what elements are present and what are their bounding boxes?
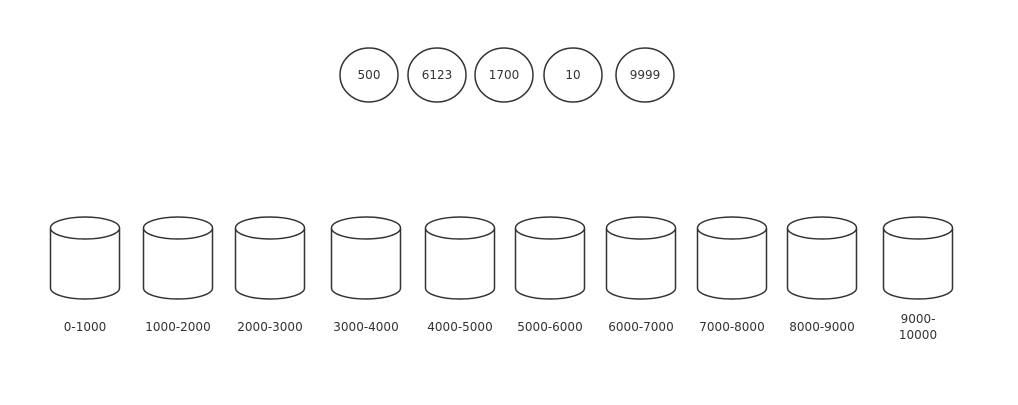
number-node-label: 1700	[488, 68, 520, 82]
bucket-cylinder	[882, 216, 954, 300]
bucket-top	[142, 216, 214, 240]
bucket-range-label: 3000-4000	[333, 320, 399, 334]
bucket-cylinder	[330, 216, 402, 300]
bucket-cylinder	[142, 216, 214, 300]
bucket-body	[514, 228, 586, 300]
bucket-range-label: 6000-7000	[608, 320, 674, 334]
bucket-top	[696, 216, 768, 240]
number-node-circle	[543, 47, 603, 103]
bucket-range-label: 0-1000	[63, 320, 107, 334]
bucket-body	[786, 228, 858, 300]
bucket-body	[142, 228, 214, 300]
bucket-top	[330, 216, 402, 240]
bucket-top	[605, 216, 677, 240]
bucket-body	[49, 228, 121, 300]
number-node-circle	[474, 47, 534, 103]
number-node-label: 500	[357, 68, 381, 82]
bucket-top	[882, 216, 954, 240]
bucket-cylinder	[605, 216, 677, 300]
bucket-range-label: 1000-2000	[145, 320, 211, 334]
number-node-circle	[339, 47, 399, 103]
bucket-cylinder	[696, 216, 768, 300]
bucket-top	[786, 216, 858, 240]
bucket-top	[49, 216, 121, 240]
bucket-cylinder	[786, 216, 858, 300]
number-node-label: 6123	[421, 68, 453, 82]
bucket-range-label: 5000-6000	[517, 320, 583, 334]
bucket-body	[696, 228, 768, 300]
bucket-body	[605, 228, 677, 300]
bucket-body	[234, 228, 306, 300]
bucket-cylinder	[514, 216, 586, 300]
bucket-range-label: 2000-3000	[237, 320, 303, 334]
bucket-range-label: 7000-8000	[699, 320, 765, 334]
bucket-cylinder	[49, 216, 121, 300]
number-node-circle	[615, 47, 675, 103]
bucket-body	[424, 228, 496, 300]
bucket-cylinder	[234, 216, 306, 300]
number-node-circle	[407, 47, 467, 103]
bucket-range-label: 8000-9000	[789, 320, 855, 334]
bucket-top	[234, 216, 306, 240]
bucket-cylinder	[424, 216, 496, 300]
bucket-top	[424, 216, 496, 240]
number-node-label: 10	[565, 68, 581, 82]
number-node-label: 9999	[629, 68, 661, 82]
bucket-range-label: 4000-5000	[427, 320, 493, 334]
bucket-range-label: 9000-10000	[898, 312, 938, 342]
bucket-body	[882, 228, 954, 300]
bucket-body	[330, 228, 402, 300]
bucket-top	[514, 216, 586, 240]
